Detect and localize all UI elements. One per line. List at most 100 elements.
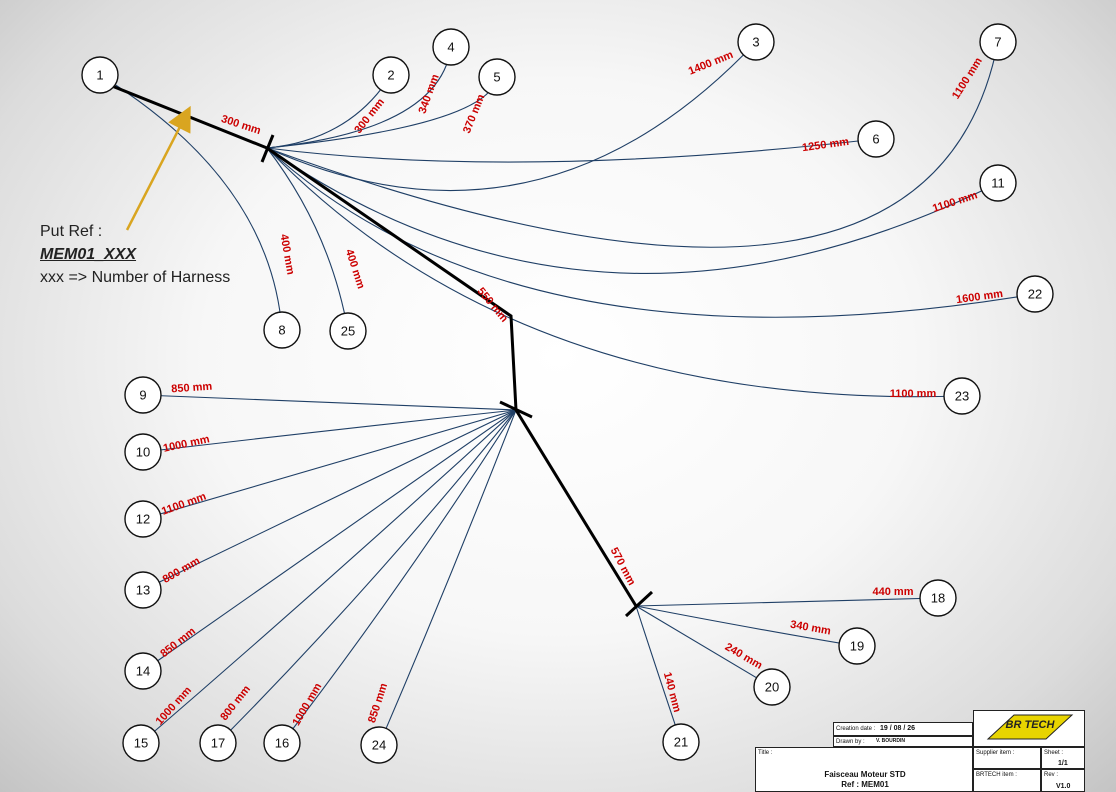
sheet-cell: Sheet : 1/1 — [1041, 747, 1085, 769]
connector-4[interactable]: 4 — [432, 28, 470, 66]
trunk-J1-J2 — [266, 146, 518, 411]
wire-to-25 — [266, 147, 349, 332]
connector-circle-24 — [360, 726, 398, 764]
wire-to-23 — [266, 147, 963, 398]
connector-circle-6 — [857, 120, 895, 158]
wire-to-16 — [281, 409, 517, 744]
drawn-by-value: V. BOURDIN — [876, 738, 905, 744]
length-label-11: 1100 mm — [931, 189, 979, 215]
connector-label-11: 11 — [991, 176, 1005, 191]
connector-circle-7 — [979, 23, 1017, 61]
connector-circle-19 — [838, 627, 876, 665]
drawing-title: Faisceau Moteur STD — [824, 770, 906, 779]
wire-to-15 — [140, 409, 517, 744]
connector-24[interactable]: 24 — [360, 726, 398, 764]
connector-22[interactable]: 22 — [1016, 275, 1054, 313]
trunk-J2-J3 — [514, 409, 638, 607]
trunk-length-1-J1: 300 mm — [220, 113, 263, 137]
connector-label-6: 6 — [872, 132, 879, 147]
connector-13[interactable]: 13 — [124, 571, 162, 609]
title-label: Title : — [758, 750, 773, 756]
sheet-label: Sheet : — [1044, 750, 1064, 756]
connector-circle-23 — [943, 377, 981, 415]
connector-6[interactable]: 6 — [857, 120, 895, 158]
title-cell: Title : Faisceau Moteur STD Ref : MEM01 — [755, 747, 973, 792]
creation-date-value: 19 / 08 / 26 — [880, 725, 916, 732]
connector-circle-16 — [263, 724, 301, 762]
length-label-7: 1100 mm — [950, 55, 985, 101]
connector-11[interactable]: 11 — [979, 164, 1017, 202]
connector-3[interactable]: 3 — [737, 23, 775, 61]
connector-label-17: 17 — [211, 736, 225, 751]
brtech-item-label: BRTECH item : — [976, 772, 1017, 778]
connector-circle-1 — [81, 56, 119, 94]
length-label-5: 370 mm — [461, 92, 488, 135]
length-label-9: 850 mm — [171, 381, 213, 396]
connector-17[interactable]: 17 — [199, 724, 237, 762]
connector-25[interactable]: 25 — [329, 312, 367, 350]
junction-tick-J3 — [624, 590, 654, 618]
reference-note: Put Ref : MEM01_XXX xxx => Number of Har… — [40, 220, 230, 289]
connector-circle-11 — [979, 164, 1017, 202]
connector-23[interactable]: 23 — [943, 377, 981, 415]
rev-label: Rev : — [1044, 772, 1059, 778]
drawing-ref: Ref : MEM01 — [841, 780, 889, 789]
wire-to-4 — [266, 46, 452, 149]
length-label-19: 340 mm — [789, 619, 832, 638]
connector-19[interactable]: 19 — [838, 627, 876, 665]
creation-date-cell: Creation date : 19 / 08 / 26 — [833, 722, 973, 736]
connector-label-1: 1 — [96, 68, 103, 83]
length-label-14: 850 mm — [158, 625, 198, 660]
connector-label-8: 8 — [278, 323, 285, 338]
length-label-23: 1100 mm — [890, 388, 937, 400]
wire-to-18 — [635, 597, 939, 607]
connector-15[interactable]: 15 — [122, 724, 160, 762]
wire-to-6 — [266, 138, 877, 163]
connector-9[interactable]: 9 — [124, 376, 162, 414]
length-label-16: 1000 mm — [290, 681, 324, 728]
length-label-15: 1000 mm — [154, 684, 195, 727]
brtech-logo: BR TECH — [986, 714, 1074, 740]
connector-circle-4 — [432, 28, 470, 66]
wire-to-12 — [142, 409, 517, 520]
connector-5[interactable]: 5 — [478, 58, 516, 96]
length-label-3: 1400 mm — [687, 49, 735, 78]
creation-date-label: Creation date : — [836, 726, 876, 732]
rev-cell: Rev : V1.0 — [1041, 769, 1085, 792]
connector-20[interactable]: 20 — [753, 668, 791, 706]
connector-circle-13 — [124, 571, 162, 609]
connector-label-21: 21 — [674, 735, 688, 750]
connector-7[interactable]: 7 — [979, 23, 1017, 61]
drawn-by-cell: Drawn by : V. BOURDIN — [833, 736, 973, 747]
connector-label-23: 23 — [955, 389, 969, 404]
connector-16[interactable]: 16 — [263, 724, 301, 762]
connector-label-7: 7 — [994, 35, 1001, 50]
note-harness-number: xxx => Number of Harness — [40, 269, 231, 286]
connector-10[interactable]: 10 — [124, 433, 162, 471]
length-label-17: 800 mm — [218, 683, 253, 723]
connector-circle-8 — [263, 311, 301, 349]
connector-label-2: 2 — [387, 68, 394, 83]
connector-14[interactable]: 14 — [124, 652, 162, 690]
trunk-1-J1 — [111, 84, 268, 150]
length-label-25: 400 mm — [343, 248, 367, 291]
connector-2[interactable]: 2 — [372, 56, 410, 94]
supplier-item-cell: Supplier item : — [973, 747, 1041, 769]
connector-label-19: 19 — [850, 639, 864, 654]
connector-1[interactable]: 1 — [81, 56, 119, 94]
connector-label-20: 20 — [765, 680, 779, 695]
connector-21[interactable]: 21 — [662, 723, 700, 761]
length-label-20: 240 mm — [723, 641, 765, 672]
connector-circle-25 — [329, 312, 367, 350]
connector-label-13: 13 — [136, 583, 150, 598]
length-label-6: 1250 mm — [801, 136, 850, 154]
wire-to-21 — [635, 605, 682, 743]
connector-circle-14 — [124, 652, 162, 690]
note-ref-code: MEM01_XXX — [40, 246, 137, 263]
wire-to-14 — [142, 409, 517, 672]
connector-8[interactable]: 8 — [263, 311, 301, 349]
connector-12[interactable]: 12 — [124, 500, 162, 538]
connector-18[interactable]: 18 — [919, 579, 957, 617]
note-put-ref: Put Ref : — [40, 223, 103, 240]
